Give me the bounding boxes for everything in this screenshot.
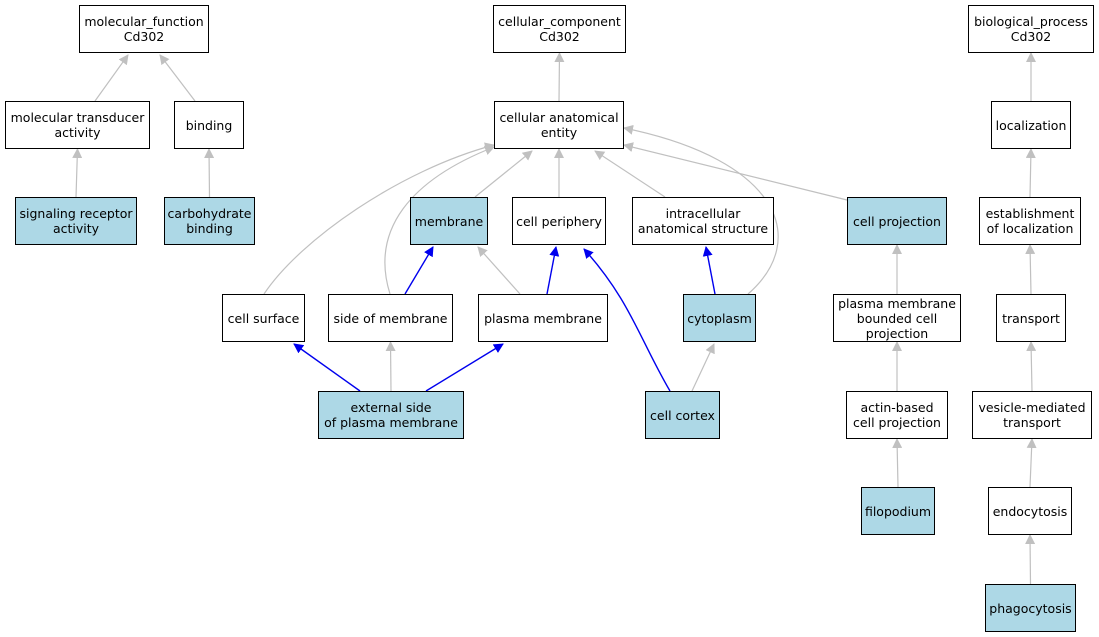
edge-estab-loc-to-localization xyxy=(1025,148,1036,198)
node-actin-based-cell-projection[interactable]: actin-based cell projection xyxy=(846,391,948,439)
edge-endocytosis-to-vesicle xyxy=(1026,438,1037,488)
edge-mol-trans-to-mf-root xyxy=(94,54,129,102)
edge-vesicle-to-transport xyxy=(1026,341,1037,392)
edge-cell-proj-to-cae xyxy=(623,142,848,201)
node-carbohydrate-binding[interactable]: carbohydrate binding xyxy=(164,197,255,245)
node-phagocytosis[interactable]: phagocytosis xyxy=(985,584,1076,632)
node-endocytosis[interactable]: endocytosis xyxy=(988,487,1072,535)
node-localization[interactable]: localization xyxy=(991,101,1071,149)
edge-binding-to-mf-root xyxy=(159,54,196,102)
node-cell-cortex[interactable]: cell cortex xyxy=(645,391,720,439)
node-plasma-membrane[interactable]: plasma membrane xyxy=(478,294,608,342)
node-cell-surface[interactable]: cell surface xyxy=(222,294,305,342)
edge-intracell-to-cae xyxy=(594,150,666,198)
node-cytoplasm[interactable]: cytoplasm xyxy=(683,294,756,342)
edge-ext-side-to-cell-surface xyxy=(293,343,361,392)
edge-filopodium-to-actin-proj xyxy=(892,438,903,488)
edge-cell-cortex-to-cell-periph xyxy=(583,248,671,392)
node-transport[interactable]: transport xyxy=(996,294,1066,342)
node-biological-process-root[interactable]: biological_process Cd302 xyxy=(968,5,1094,53)
edge-cell-cortex-to-cytoplasm xyxy=(691,343,715,392)
node-vesicle-mediated-transport[interactable]: vesicle-mediated transport xyxy=(972,391,1092,439)
edge-cytoplasm-to-intracell xyxy=(702,246,716,295)
node-cellular-anatomical-entity[interactable]: cellular anatomical entity xyxy=(494,101,624,149)
node-external-side-of-plasma-membrane[interactable]: external side of plasma membrane xyxy=(318,391,464,439)
edge-plasma-mem-to-membrane xyxy=(477,246,521,295)
node-binding[interactable]: binding xyxy=(174,101,244,149)
node-molecular-transducer-activity[interactable]: molecular transducer activity xyxy=(5,101,150,149)
edge-carb-bind-to-binding xyxy=(204,148,215,198)
node-cellular-component-root[interactable]: cellular_component Cd302 xyxy=(493,5,626,53)
node-side-of-membrane[interactable]: side of membrane xyxy=(328,294,453,342)
edge-side-mem-to-cae xyxy=(384,145,495,295)
node-cell-periphery[interactable]: cell periphery xyxy=(512,197,606,245)
node-molecular-function-root[interactable]: molecular_function Cd302 xyxy=(79,5,209,53)
node-intracellular-anatomical-structure[interactable]: intracellular anatomical structure xyxy=(632,197,774,245)
node-membrane[interactable]: membrane xyxy=(410,197,488,245)
edge-plasma-mem-to-cell-periph xyxy=(546,246,560,295)
edge-cell-surface-to-cae xyxy=(263,142,495,295)
edge-phagocytosis-to-endocytosis xyxy=(1025,534,1036,585)
node-signaling-receptor-activity[interactable]: signaling receptor activity xyxy=(15,197,137,245)
edge-ext-side-to-plasma-mem xyxy=(425,343,504,392)
edge-cae-to-cc-root xyxy=(554,52,565,102)
node-filopodium[interactable]: filopodium xyxy=(861,487,935,535)
edge-sig-rec-to-mol-trans xyxy=(72,148,83,198)
edge-ext-side-to-side-mem xyxy=(385,341,396,392)
node-plasma-membrane-bounded-cell-projection[interactable]: plasma membrane bounded cell projection xyxy=(833,294,961,342)
edge-transport-to-estab-loc xyxy=(1025,244,1036,295)
edge-side-mem-to-membrane xyxy=(404,246,434,295)
node-establishment-of-localization[interactable]: establishment of localization xyxy=(979,197,1081,245)
edge-membrane-to-cae xyxy=(474,150,533,198)
node-cell-projection[interactable]: cell projection xyxy=(847,197,947,245)
